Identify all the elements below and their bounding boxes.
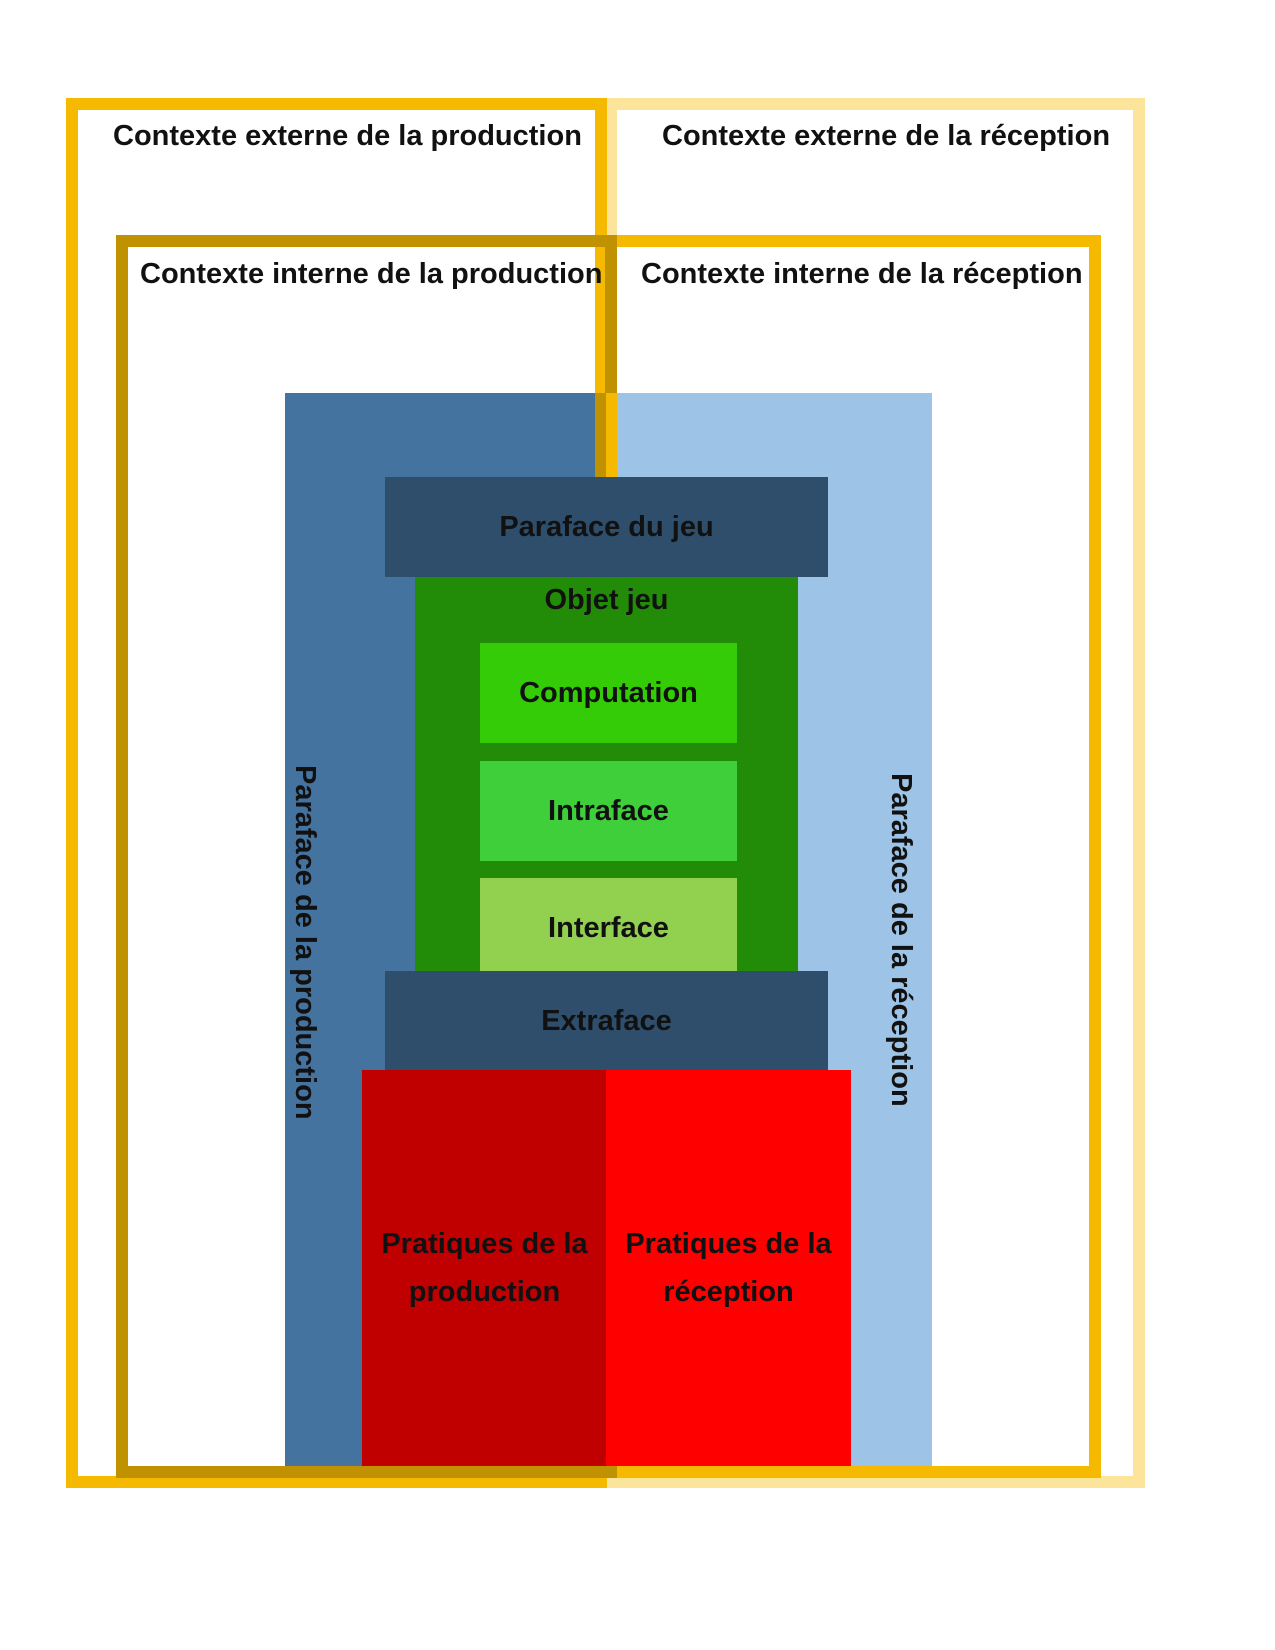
intraface-layer: Intraface (480, 761, 737, 861)
practices-reception-box: Pratiques de la réception (606, 1070, 851, 1466)
internal-reception-title: Contexte interne de la réception (641, 258, 1083, 290)
paraface-game-box: Paraface du jeu (385, 477, 828, 577)
interface-layer: Interface (480, 878, 737, 978)
paraface-reception-label: Paraface de la réception (885, 773, 917, 1107)
external-production-title: Contexte externe de la production (113, 120, 582, 152)
game-object-title: Objet jeu (544, 583, 669, 616)
practices-reception-label: Pratiques de la réception (625, 1228, 832, 1308)
paraface-production-label: Paraface de la production (289, 765, 321, 1120)
extraface-box: Extraface (385, 971, 828, 1071)
practices-production-box: Pratiques de la production (362, 1070, 607, 1466)
computation-layer: Computation (480, 643, 737, 743)
internal-production-title: Contexte interne de la production (140, 258, 603, 290)
external-reception-title: Contexte externe de la réception (662, 120, 1111, 152)
context-divider-inner (595, 393, 606, 477)
practices-production-label: Pratiques de la production (381, 1228, 588, 1308)
